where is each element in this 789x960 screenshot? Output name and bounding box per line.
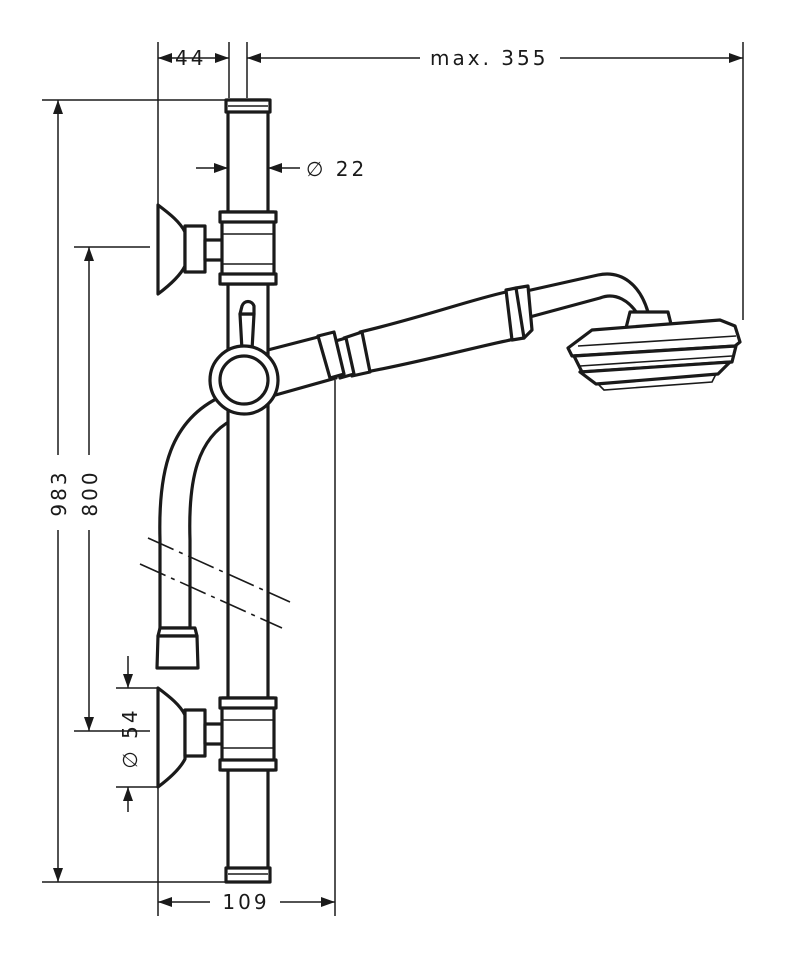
dim-800 — [74, 246, 150, 732]
dim-max-355-label: max. 355 — [430, 46, 548, 70]
lower-wall-bracket — [156, 686, 278, 789]
dim-109 — [157, 380, 336, 916]
dim-983-label: 983 — [47, 469, 71, 516]
upper-wall-bracket — [156, 203, 278, 296]
break-lines — [139, 537, 291, 629]
dim-54-label: ∅ 54 — [118, 707, 142, 768]
dim-22-label: ∅ 22 — [306, 157, 367, 181]
dim-54 — [116, 656, 158, 812]
dim-22 — [196, 163, 300, 173]
shower-head — [520, 272, 742, 391]
dim-44 — [157, 42, 230, 205]
dim-109-label: 109 — [222, 890, 269, 914]
dim-44-label: 44 — [175, 46, 206, 70]
dim-800-label: 800 — [78, 469, 102, 516]
dim-983 — [42, 99, 228, 883]
shower-hose — [155, 394, 234, 670]
dim-max-355 — [246, 42, 744, 320]
slider — [208, 299, 280, 416]
hand-shower — [330, 284, 534, 380]
